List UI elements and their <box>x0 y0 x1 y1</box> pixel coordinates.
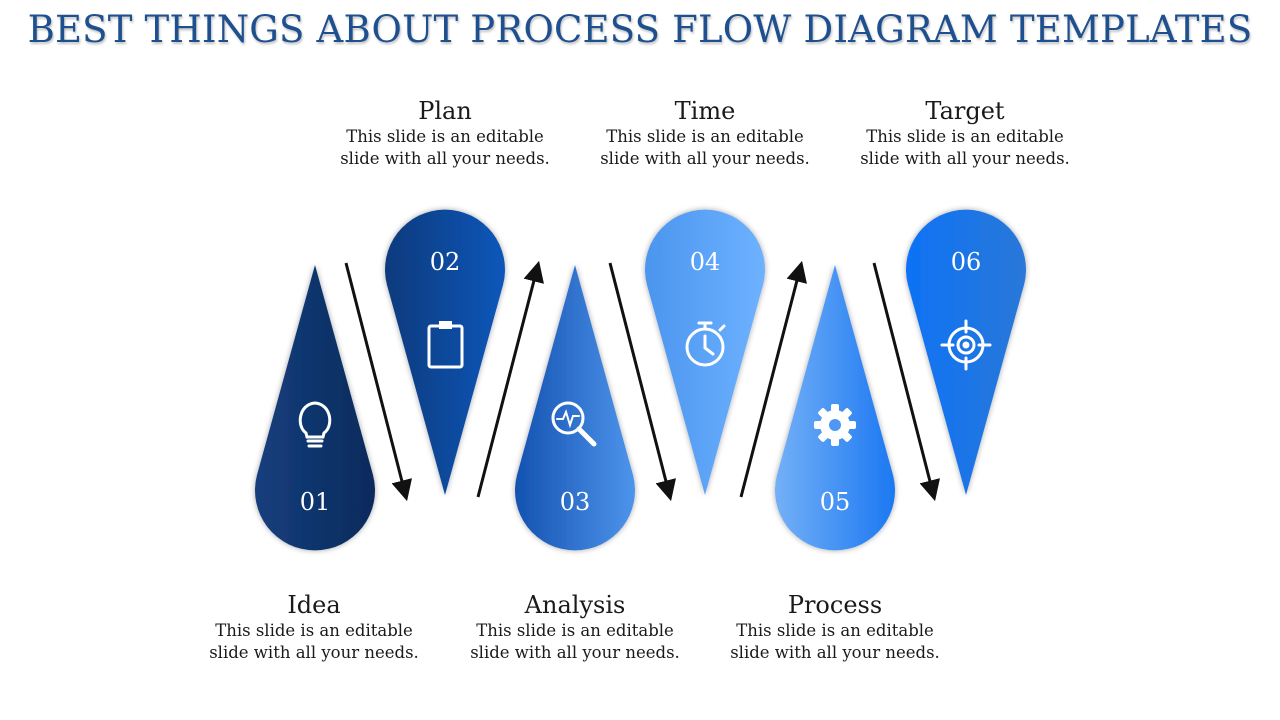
step-desc-line2-02: slide with all your needs. <box>340 149 550 168</box>
step-label-03: Analysis This slide is an editable slide… <box>445 590 705 664</box>
gear-icon <box>814 404 856 446</box>
step-label-04: Time This slide is an editable slide wit… <box>575 96 835 170</box>
step-number-06: 06 <box>951 248 982 276</box>
step-shape-02: 02 <box>385 209 506 495</box>
step-desc-line1-03: This slide is an editable <box>476 621 674 640</box>
flow-arrow-1-2 <box>344 262 412 502</box>
step-desc-line2-01: slide with all your needs. <box>209 643 419 662</box>
step-label-05: Process This slide is an editable slide … <box>705 590 965 664</box>
flow-arrow-5-6 <box>872 262 940 502</box>
step-desc-line2-05: slide with all your needs. <box>730 643 940 662</box>
step-shape-01: 01 <box>255 265 375 551</box>
step-title-01: Idea <box>287 591 341 619</box>
step-label-02: Plan This slide is an editable slide wit… <box>315 96 575 170</box>
step-desc-line2-06: slide with all your needs. <box>860 149 1070 168</box>
flow-arrow-2-3 <box>476 260 544 498</box>
step-shape-03: 03 <box>515 265 635 551</box>
step-shape-06: 06 <box>906 209 1026 495</box>
step-title-04: Time <box>674 97 736 125</box>
step-number-01: 01 <box>300 488 331 516</box>
step-shape-05: 05 <box>775 265 895 551</box>
step-number-03: 03 <box>560 488 591 516</box>
step-desc-line1-05: This slide is an editable <box>736 621 934 640</box>
target-icon <box>940 319 992 371</box>
step-title-02: Plan <box>418 97 472 125</box>
step-label-01: Idea This slide is an editable slide wit… <box>184 590 444 664</box>
flow-arrow-4-5 <box>739 260 807 498</box>
flow-arrow-3-4 <box>608 262 676 502</box>
step-number-02: 02 <box>430 248 461 276</box>
step-desc-line1-01: This slide is an editable <box>215 621 413 640</box>
step-number-05: 05 <box>820 488 851 516</box>
stopwatch-icon <box>685 321 726 367</box>
slide-title: BEST THINGS ABOUT PROCESS FLOW DIAGRAM T… <box>27 8 1253 51</box>
clipboard-icon <box>427 321 464 369</box>
step-number-04: 04 <box>690 248 721 276</box>
step-desc-line2-04: slide with all your needs. <box>600 149 810 168</box>
step-desc-line1-02: This slide is an editable <box>346 127 544 146</box>
step-title-03: Analysis <box>524 591 626 619</box>
step-title-06: Target <box>925 97 1005 125</box>
lightbulb-icon <box>298 401 332 448</box>
step-desc-line2-03: slide with all your needs. <box>470 643 680 662</box>
step-shape-04: 04 <box>645 209 765 495</box>
step-title-05: Process <box>787 591 883 619</box>
magnifier-pulse-icon <box>551 401 597 447</box>
step-label-06: Target This slide is an editable slide w… <box>835 96 1095 170</box>
step-desc-line1-04: This slide is an editable <box>606 127 804 146</box>
step-desc-line1-06: This slide is an editable <box>866 127 1064 146</box>
